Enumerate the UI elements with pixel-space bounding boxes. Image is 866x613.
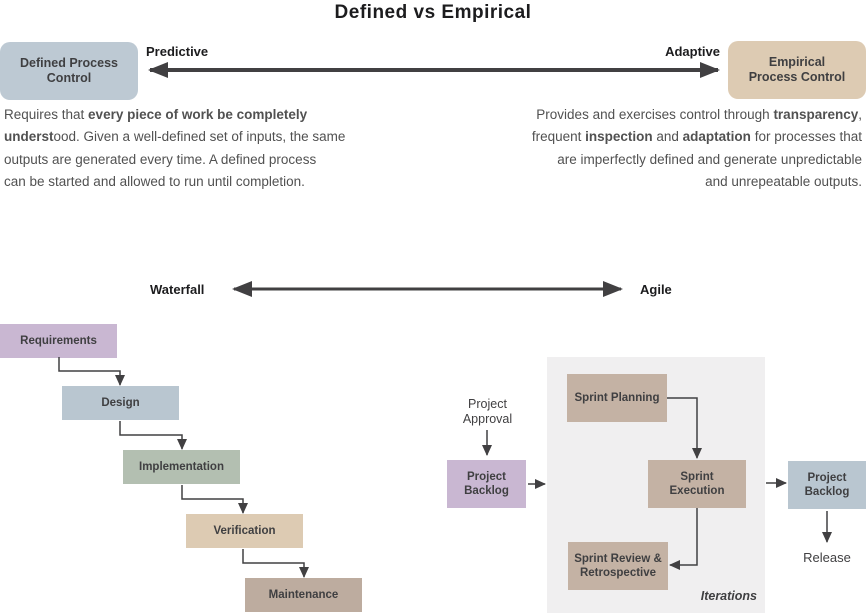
waterfall-step-implementation: Implementation <box>123 450 240 484</box>
page-title: Defined vs Empirical <box>334 2 532 23</box>
waterfall-step-maintenance: Maintenance <box>245 578 362 612</box>
adaptive-label: Adaptive <box>665 44 720 59</box>
sprint-review-retrospective-box: Sprint Review & Retrospective <box>568 542 668 590</box>
arrow-design-to-implementation <box>119 421 187 450</box>
waterfall-step-verification: Verification <box>186 514 303 548</box>
release-label: Release <box>803 550 851 565</box>
arrow-requirements-to-design <box>58 357 125 386</box>
sprint-execution-box: Sprint Execution <box>648 460 746 508</box>
arrow-implementation-to-verification <box>181 485 248 514</box>
predictive-label: Predictive <box>146 44 209 59</box>
iterations-label: Iterations <box>700 589 757 603</box>
empirical-process-control-box: Empirical Process Control <box>728 41 866 99</box>
defined-description: Requires that every piece of work be com… <box>4 107 346 190</box>
agile-label: Agile <box>640 282 672 297</box>
waterfall-step-requirements: Requirements <box>0 324 117 358</box>
arrow-verification-to-maintenance <box>242 549 309 578</box>
project-approval-label: Project Approval <box>462 397 513 426</box>
waterfall-step-design: Design <box>62 386 179 420</box>
waterfall-label: Waterfall <box>150 282 205 297</box>
defined-process-control-box: Defined Process Control <box>0 42 138 100</box>
project-backlog-left-box: Project Backlog <box>447 460 526 508</box>
empirical-description: Provides and exercises control through t… <box>531 107 862 190</box>
sprint-planning-box: Sprint Planning <box>567 374 667 422</box>
project-backlog-right-box: Project Backlog <box>788 461 866 509</box>
